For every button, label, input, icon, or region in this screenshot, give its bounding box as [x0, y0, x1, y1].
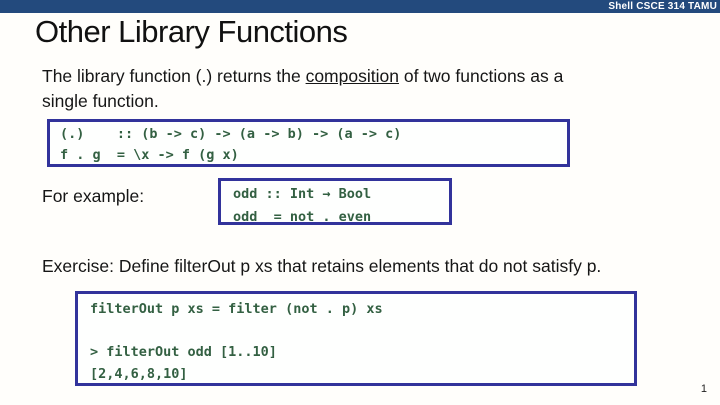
- code-line: f . g = \x -> f (g x): [60, 147, 239, 163]
- code-box-odd-example: odd :: Int → Bool odd = not . even: [218, 178, 452, 225]
- code-line: odd = not . even: [233, 209, 372, 225]
- code-line: (.) :: (b -> c) -> (a -> b) -> (a -> c): [60, 126, 402, 142]
- page-number: 1: [700, 383, 707, 395]
- code-box-filterout-solution: filterOut p xs = filter (not . p) xs > f…: [75, 291, 637, 386]
- code-line: [2,4,6,8,10]: [90, 365, 188, 382]
- code-line: > filterOut odd [1..10]: [90, 344, 277, 360]
- intro-text-after: of two functions as a: [398, 66, 564, 86]
- code-line: odd :: Int → Bool: [233, 186, 372, 202]
- intro-paragraph: The library function (.) returns the com…: [42, 64, 563, 114]
- exercise-text: Exercise: Define filterOut p xs that ret…: [42, 256, 602, 276]
- intro-text-before: The library function (.) returns the: [42, 66, 306, 86]
- code-line: [90, 321, 634, 343]
- intro-text-underlined: composition: [305, 66, 399, 86]
- top-bar: Shell CSCE 314 TAMU: [0, 0, 720, 13]
- code-box-composition-signature: (.) :: (b -> c) -> (a -> b) -> (a -> c) …: [47, 119, 570, 167]
- course-badge: Shell CSCE 314 TAMU: [608, 1, 717, 12]
- page-title: Other Library Functions: [35, 14, 348, 49]
- code-line: filterOut p xs = filter (not . p) xs: [90, 301, 383, 317]
- for-example-label: For example:: [42, 186, 145, 206]
- intro-text-line2: single function.: [42, 91, 159, 111]
